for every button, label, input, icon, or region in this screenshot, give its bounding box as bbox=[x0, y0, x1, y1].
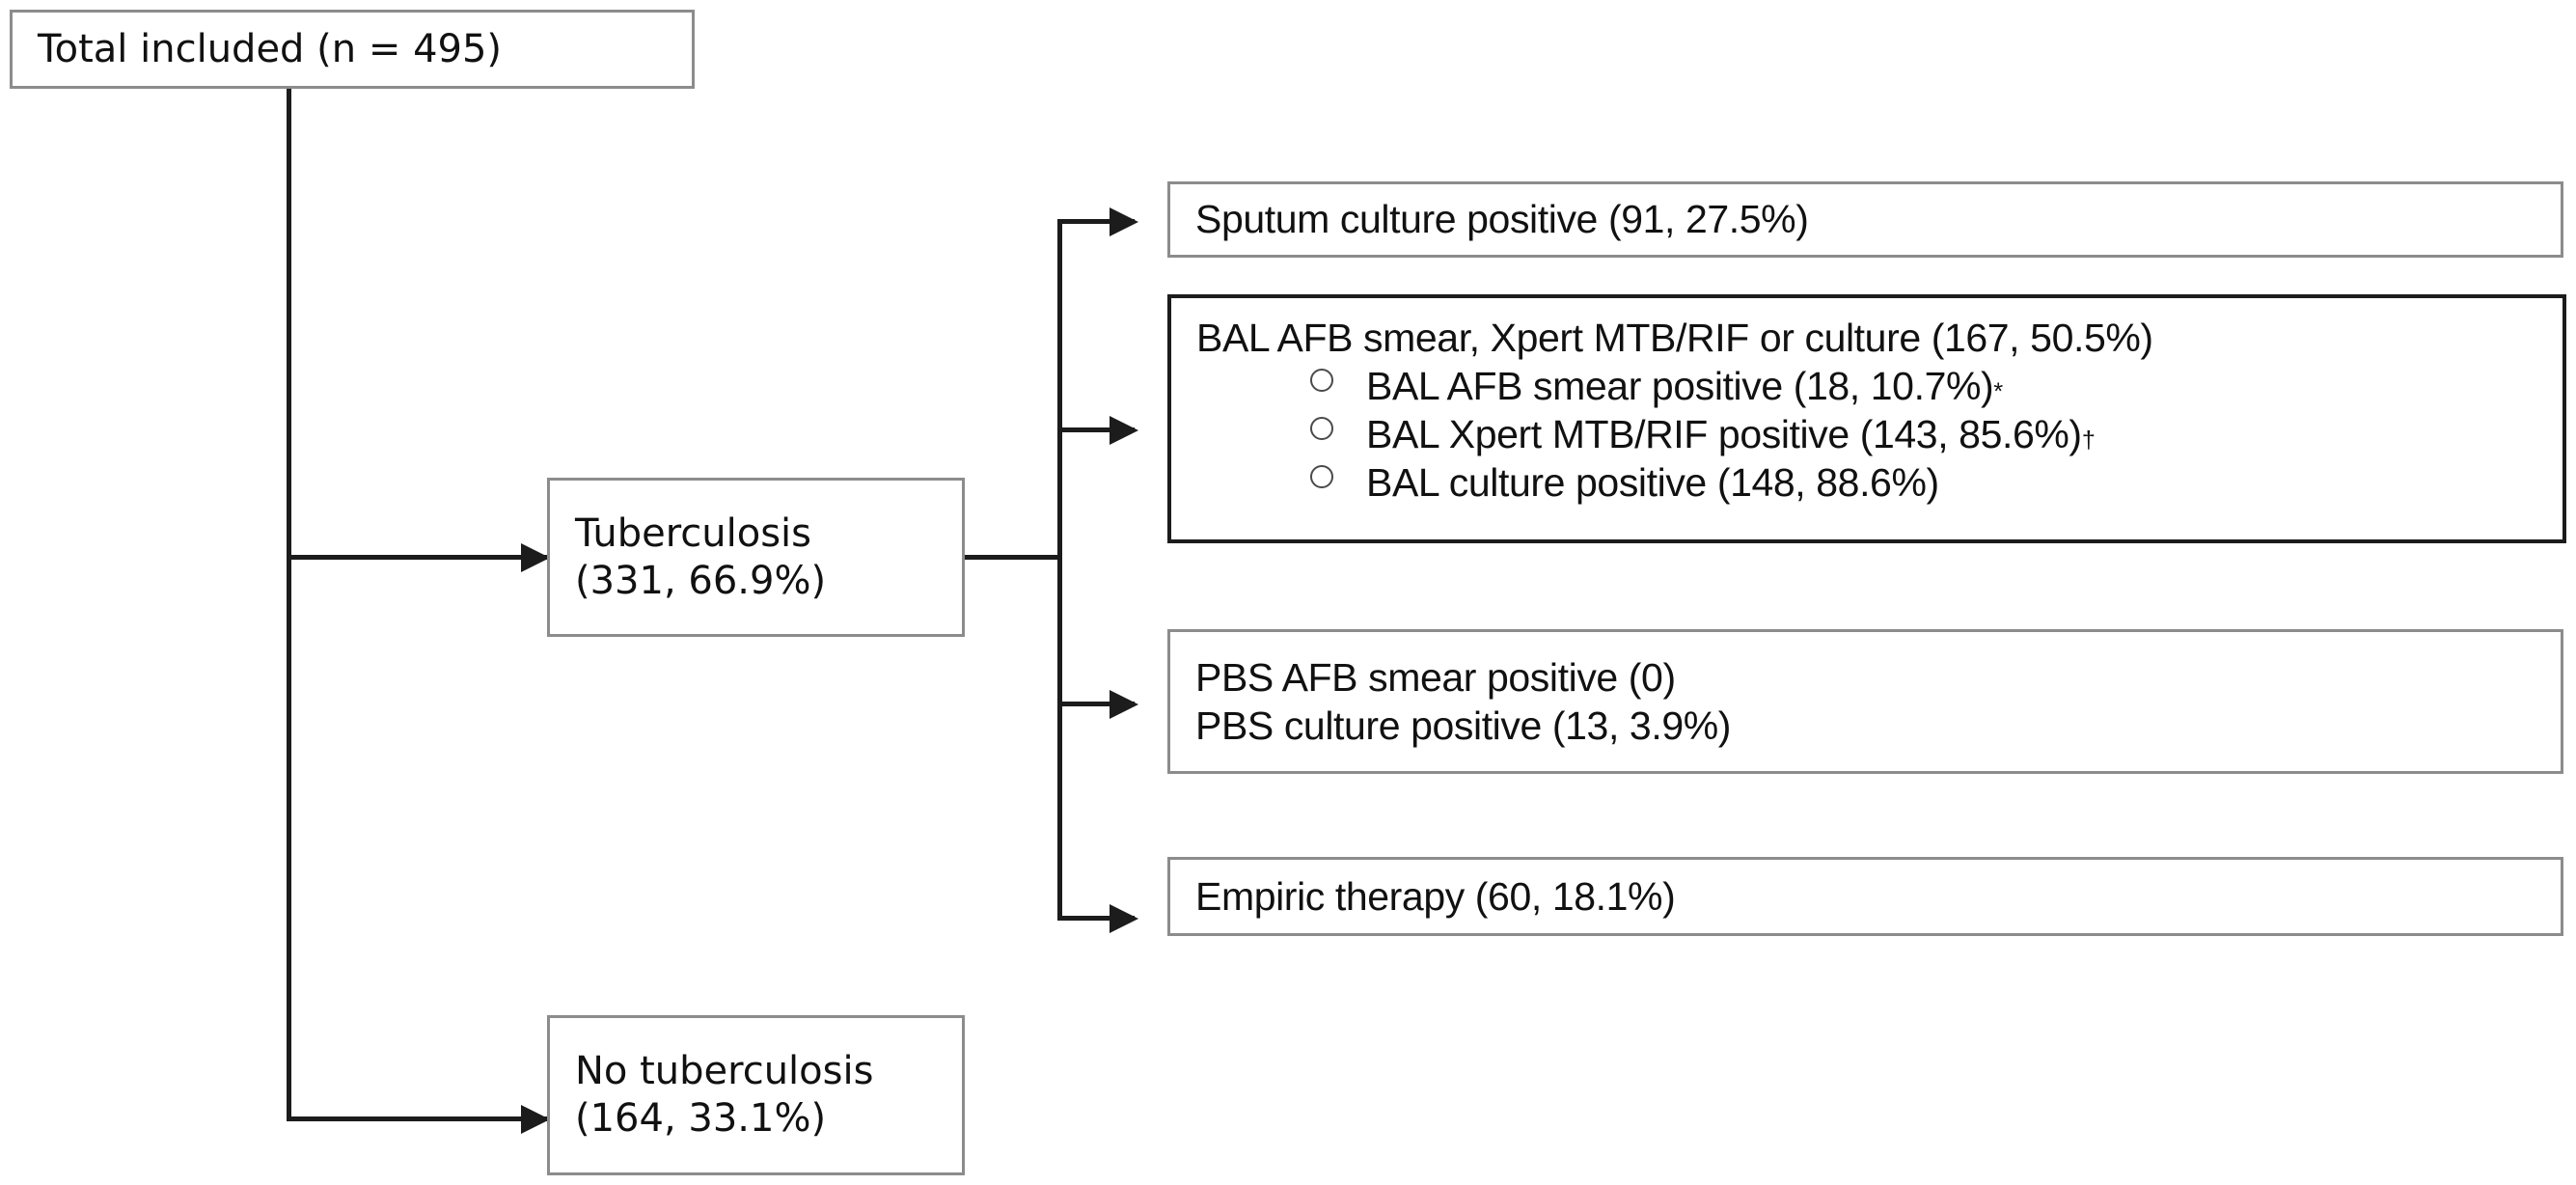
connector-to-empiric bbox=[1057, 916, 1135, 921]
node-pbs[interactable]: PBS AFB smear positive (0) PBS culture p… bbox=[1167, 629, 2563, 774]
node-tuberculosis-line2: (331, 66.9%) bbox=[575, 558, 827, 603]
node-tuberculosis[interactable]: Tuberculosis (331, 66.9%) bbox=[547, 478, 965, 637]
node-bal-bullet-3-text: BAL culture positive (148, 88.6%) bbox=[1366, 460, 1939, 506]
connector-trunk-middle bbox=[1057, 221, 1062, 921]
arrowhead-to-empiric bbox=[1110, 904, 1138, 933]
connector-tuberculosis-stub bbox=[964, 555, 1061, 560]
node-sputum-culture-label: Sputum culture positive (91, 27.5%) bbox=[1195, 197, 1809, 242]
circle-bullet-icon bbox=[1310, 465, 1333, 489]
connector-trunk-left bbox=[287, 87, 291, 1121]
arrowhead-to-no-tuberculosis bbox=[521, 1105, 550, 1134]
list-item: BAL culture positive (148, 88.6%) bbox=[1196, 458, 2549, 507]
node-bal-header: BAL AFB smear, Xpert MTB/RIF or culture … bbox=[1196, 316, 2153, 360]
circle-bullet-icon bbox=[1310, 369, 1333, 393]
connector-to-tuberculosis bbox=[287, 555, 547, 560]
node-no-tuberculosis-line1: No tuberculosis bbox=[575, 1049, 874, 1094]
node-bal-bullet-1-text: BAL AFB smear positive (18, 10.7%) bbox=[1366, 364, 1994, 409]
arrowhead-to-pbs bbox=[1110, 690, 1138, 719]
node-pbs-line1: PBS AFB smear positive (0) bbox=[1195, 654, 1676, 700]
node-total-included-label: Total included (n = 495) bbox=[38, 26, 503, 71]
connector-to-bal bbox=[1057, 427, 1135, 432]
list-item: BAL AFB smear positive (18, 10.7%)* bbox=[1196, 362, 2549, 410]
arrowhead-to-tuberculosis bbox=[521, 543, 550, 572]
connector-to-sputum bbox=[1057, 219, 1135, 224]
node-empiric-therapy[interactable]: Empiric therapy (60, 18.1%) bbox=[1167, 857, 2563, 936]
node-no-tuberculosis-line2: (164, 33.1%) bbox=[575, 1096, 827, 1141]
node-pbs-line2: PBS culture positive (13, 3.9%) bbox=[1195, 703, 1732, 748]
list-item: BAL Xpert MTB/RIF positive (143, 85.6%)† bbox=[1196, 410, 2549, 458]
node-total-included[interactable]: Total included (n = 495) bbox=[10, 10, 695, 89]
connector-to-no-tuberculosis bbox=[287, 1116, 547, 1121]
connector-to-pbs bbox=[1057, 702, 1135, 706]
arrowhead-to-sputum bbox=[1110, 207, 1138, 236]
circle-bullet-icon bbox=[1310, 417, 1333, 441]
node-tuberculosis-line1: Tuberculosis bbox=[575, 510, 811, 556]
node-sputum-culture[interactable]: Sputum culture positive (91, 27.5%) bbox=[1167, 181, 2563, 258]
node-bal-bullet-list: BAL AFB smear positive (18, 10.7%)* BAL … bbox=[1196, 362, 2549, 507]
node-empiric-therapy-label: Empiric therapy (60, 18.1%) bbox=[1195, 873, 1676, 919]
node-bal-composite[interactable]: BAL AFB smear, Xpert MTB/RIF or culture … bbox=[1167, 294, 2566, 543]
arrowhead-to-bal bbox=[1110, 416, 1138, 445]
node-bal-bullet-2-text: BAL Xpert MTB/RIF positive (143, 85.6%) bbox=[1366, 412, 2082, 457]
node-no-tuberculosis[interactable]: No tuberculosis (164, 33.1%) bbox=[547, 1015, 965, 1175]
